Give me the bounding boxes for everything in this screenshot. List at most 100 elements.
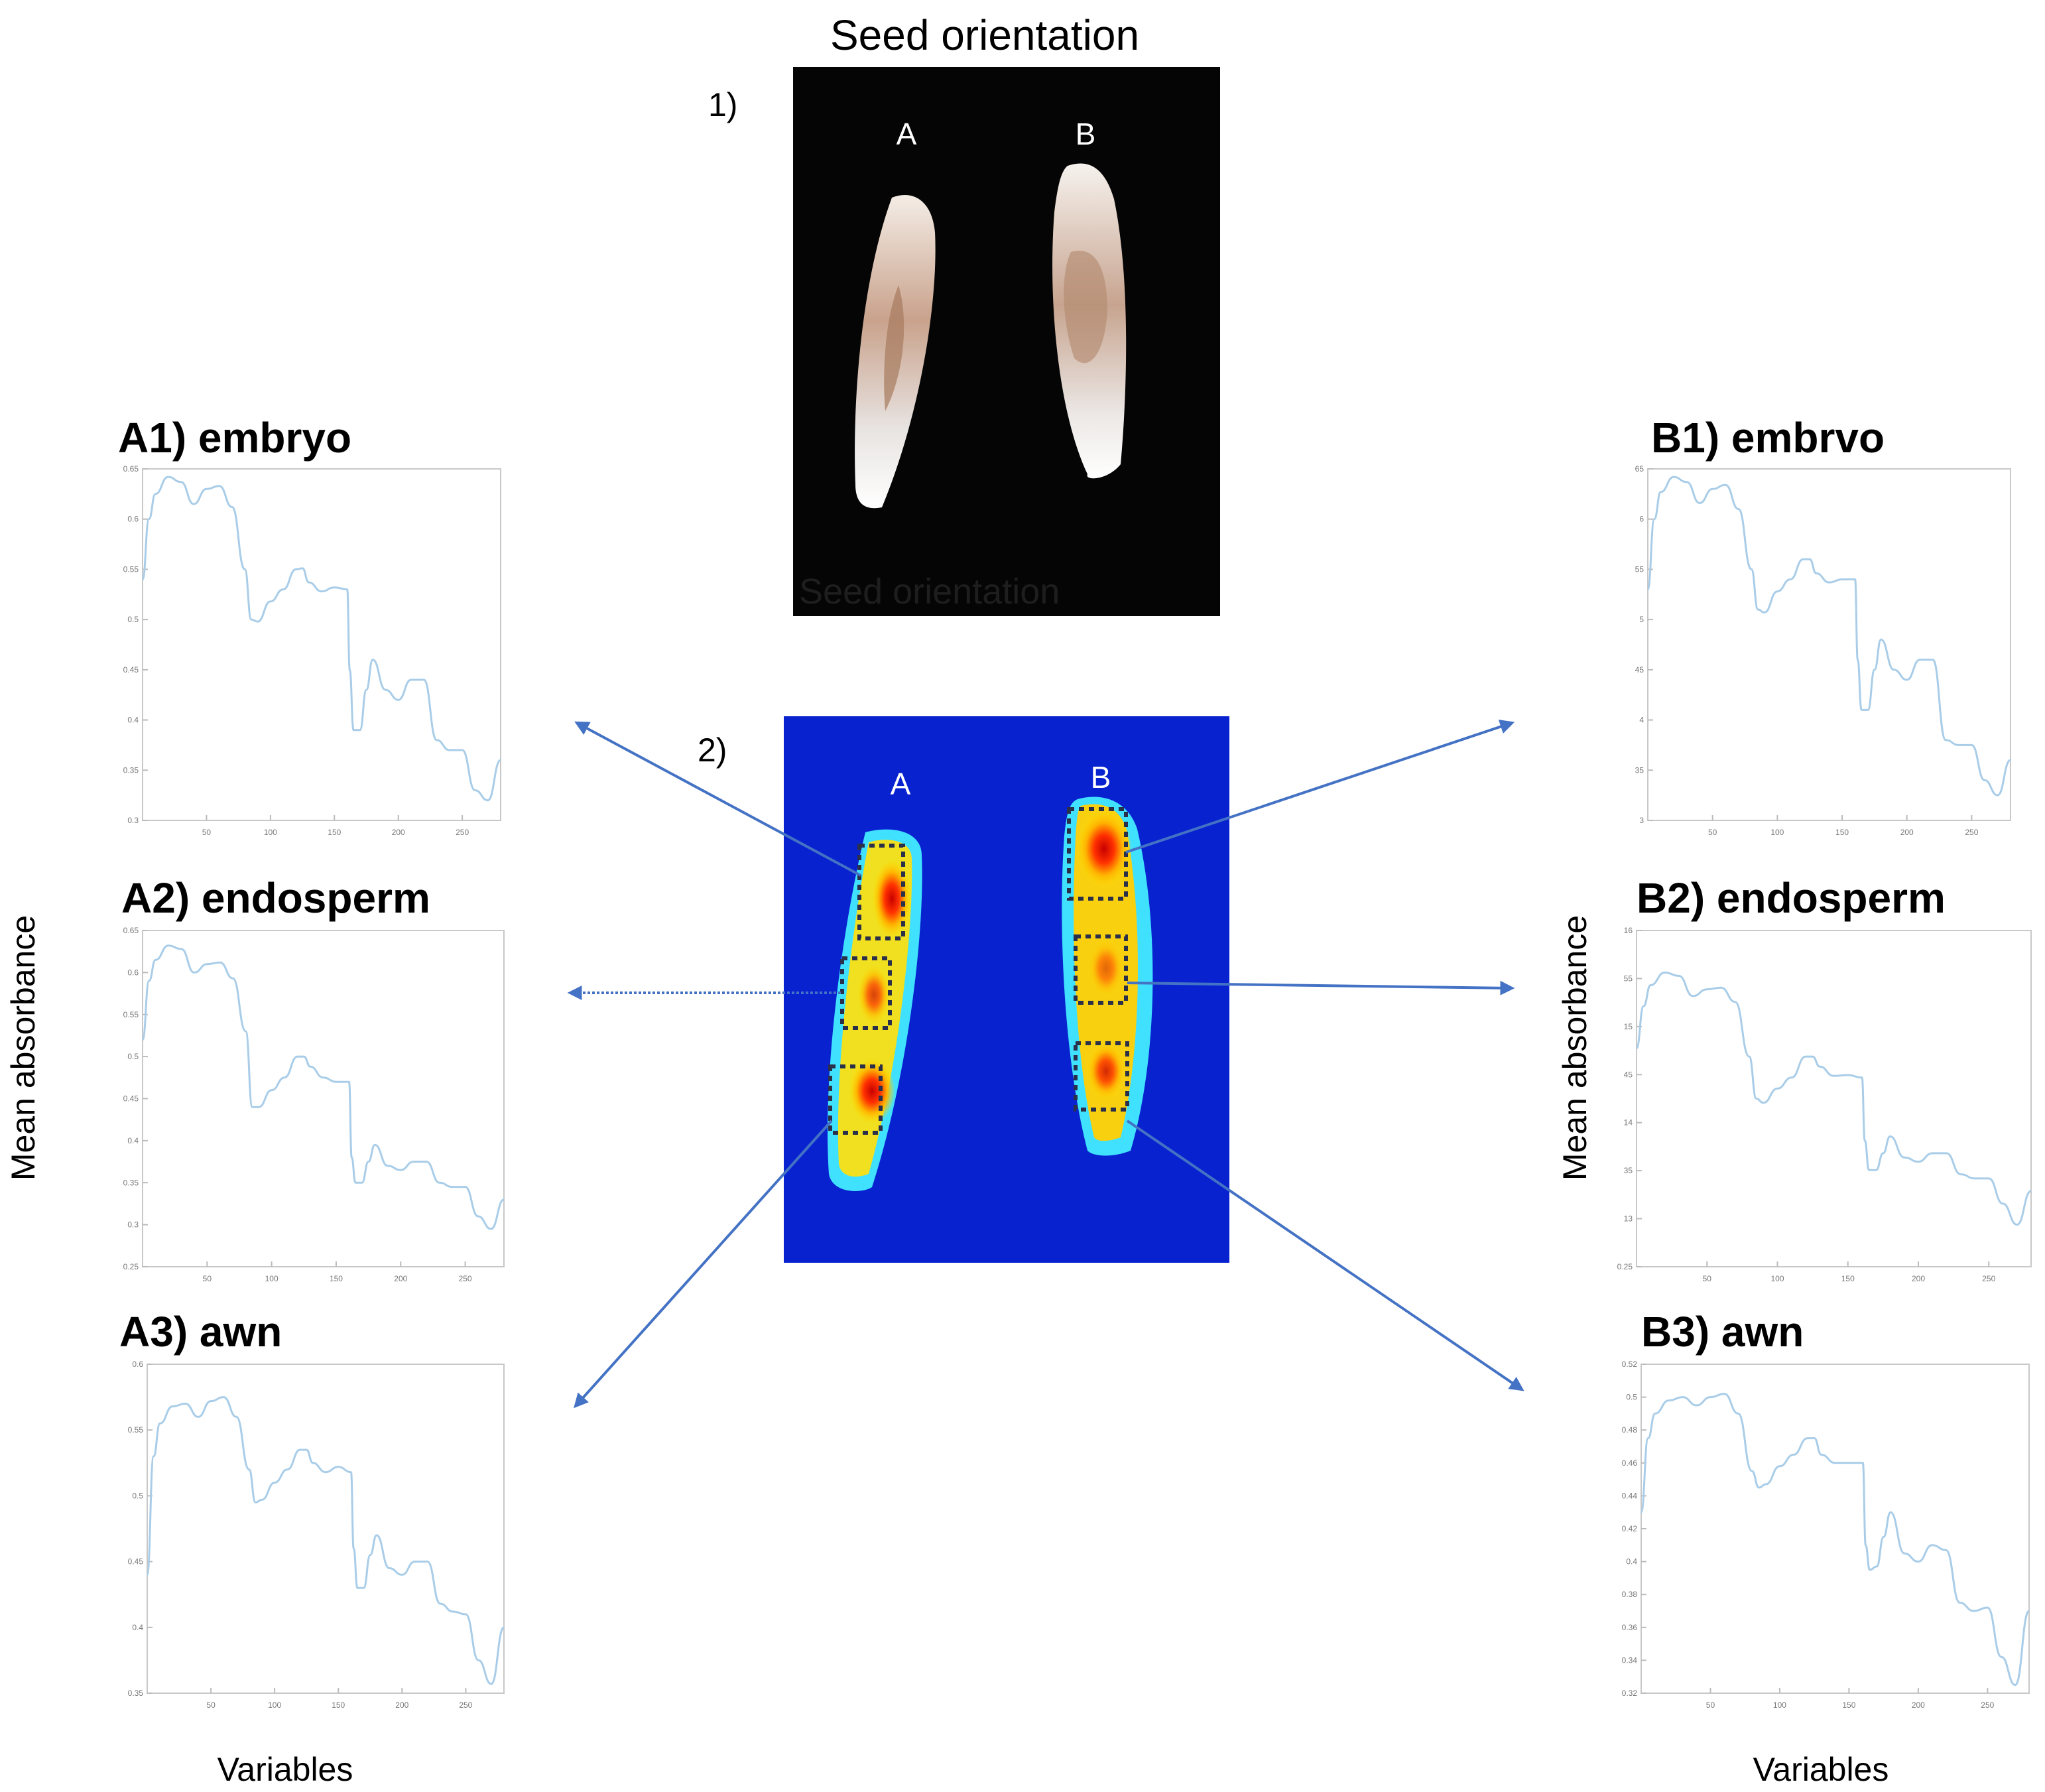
- x-tick-label: 100: [1770, 828, 1784, 837]
- x-tick-label: 150: [1841, 1274, 1855, 1283]
- y-tick-label: 0.5: [1626, 1393, 1637, 1402]
- y-tick-label: 3: [1639, 816, 1644, 825]
- chart-title: B2) endosperm: [1637, 874, 1946, 922]
- seed-photo-background: [793, 67, 1220, 616]
- x-tick-label: 200: [1912, 1274, 1925, 1283]
- roi-a-awn: [828, 1064, 883, 1135]
- hyperspectral-image: A B: [784, 716, 1229, 1263]
- x-tick-label: 100: [1773, 1700, 1786, 1710]
- y-tick-label: 0.48: [1622, 1425, 1638, 1435]
- arrow-to-a1: [574, 721, 861, 877]
- y-tick-label: 0.55: [123, 1010, 139, 1019]
- left-y-axis-label: Mean absorbance: [5, 915, 42, 1181]
- x-tick-label: 100: [1770, 1274, 1784, 1283]
- x-tick-label: 250: [1982, 1274, 1995, 1283]
- seed-photo: A B Seed orientation: [793, 67, 1220, 616]
- hyperspectral-label-a: A: [891, 767, 911, 801]
- seed-b-hotspot-endosperm: [1087, 938, 1125, 998]
- y-tick-label: 0.52: [1622, 1360, 1638, 1369]
- spectrum-line: [1640, 1393, 2030, 1687]
- y-tick-label: 0.36: [1622, 1623, 1638, 1632]
- y-tick-label: 0.42: [1622, 1524, 1638, 1533]
- y-tick-label: 0.5: [127, 1052, 139, 1061]
- x-tick-label: 150: [328, 828, 341, 837]
- roi-b-awn: [1074, 1041, 1129, 1112]
- plot-frame: [147, 1364, 505, 1694]
- y-tick-label: 35: [1624, 1166, 1633, 1175]
- seed-b-embryo-streak: [1064, 251, 1107, 363]
- arrow-to-a3: [574, 1120, 833, 1409]
- roi-boxes: [828, 807, 1129, 1135]
- y-tick-label: 0.35: [128, 1689, 144, 1698]
- roi-a-embryo: [857, 844, 905, 940]
- x-tick-label: 50: [1703, 1274, 1712, 1283]
- x-tick-label: 150: [1842, 1700, 1855, 1710]
- x-tick-label: 250: [456, 828, 469, 837]
- x-tick-label: 250: [459, 1700, 472, 1710]
- plot-frame: [142, 468, 501, 821]
- x-tick-label: 50: [1708, 828, 1717, 837]
- chart-title: B1) embrvo: [1651, 414, 1885, 462]
- y-tick-label: 0.4: [132, 1623, 143, 1632]
- roi-a-endosperm: [840, 956, 892, 1030]
- y-tick-label: 0.3: [127, 816, 139, 825]
- y-tick-label: 55: [1624, 974, 1633, 983]
- seed-a-hotspot-endosperm: [857, 965, 891, 1025]
- x-tick-label: 200: [395, 1700, 408, 1710]
- spectrum-line: [1635, 971, 2032, 1226]
- y-tick-label: 55: [1635, 564, 1644, 574]
- x-tick-label: 100: [264, 828, 277, 837]
- figure-title: Seed orientation: [830, 11, 1139, 59]
- panel-2-label: 2): [698, 732, 727, 769]
- y-tick-label: 45: [1624, 1070, 1633, 1079]
- x-tick-label: 250: [1981, 1700, 1994, 1710]
- y-tick-label: 0.32: [1622, 1689, 1638, 1698]
- y-tick-label: 35: [1635, 765, 1644, 775]
- y-tick-label: 4: [1639, 716, 1644, 725]
- x-tick-label: 200: [1912, 1700, 1925, 1710]
- x-tick-label: 50: [206, 1700, 216, 1710]
- seed-a-hotspot-embryo: [872, 859, 912, 938]
- roi-b-endosperm: [1074, 934, 1128, 1005]
- x-tick-label: 50: [203, 1274, 212, 1283]
- spectrum-line: [141, 476, 501, 802]
- seed-photo-label-a: A: [897, 117, 917, 151]
- y-tick-label: 45: [1635, 665, 1644, 674]
- x-tick-label: 200: [1900, 828, 1914, 837]
- chart-title: A3) awn: [119, 1308, 282, 1356]
- x-tick-label: 250: [459, 1274, 472, 1283]
- right-y-axis-label: Mean absorbance: [1556, 915, 1593, 1181]
- spectrum-line: [146, 1396, 505, 1685]
- y-tick-label: 0.6: [127, 968, 139, 977]
- spectrum-line: [1646, 476, 2011, 797]
- y-tick-label: 0.34: [1622, 1655, 1638, 1665]
- y-tick-label: 0.3: [127, 1220, 139, 1230]
- spectrum-line: [141, 944, 505, 1230]
- x-tick-label: 100: [265, 1274, 279, 1283]
- seed-b-hotspot-embryo: [1076, 809, 1132, 889]
- x-tick-label: 150: [332, 1700, 345, 1710]
- x-tick-label: 50: [202, 828, 212, 837]
- y-tick-label: 6: [1639, 515, 1644, 524]
- x-tick-label: 150: [1835, 828, 1849, 837]
- x-tick-label: 200: [394, 1274, 407, 1283]
- y-tick-label: 0.38: [1622, 1590, 1638, 1599]
- seed-a-embryo-streak: [884, 285, 904, 411]
- arrow-to-b2: [1127, 980, 1515, 995]
- seed-b-hotspot-awn: [1086, 1041, 1126, 1101]
- y-tick-label: 14: [1624, 1118, 1633, 1127]
- y-tick-label: 0.65: [123, 926, 139, 935]
- y-tick-label: 0.6: [132, 1360, 143, 1369]
- y-tick-label: 0.5: [127, 615, 139, 624]
- roi-b-embryo: [1067, 807, 1128, 901]
- y-tick-label: 0.4: [127, 1136, 139, 1145]
- x-tick-label: 150: [330, 1274, 343, 1283]
- y-tick-label: 16: [1624, 926, 1633, 935]
- y-tick-label: 0.35: [123, 765, 139, 775]
- x-tick-label: 100: [268, 1700, 281, 1710]
- panel-1-label: 1): [708, 86, 737, 123]
- y-tick-label: 0.55: [128, 1425, 144, 1435]
